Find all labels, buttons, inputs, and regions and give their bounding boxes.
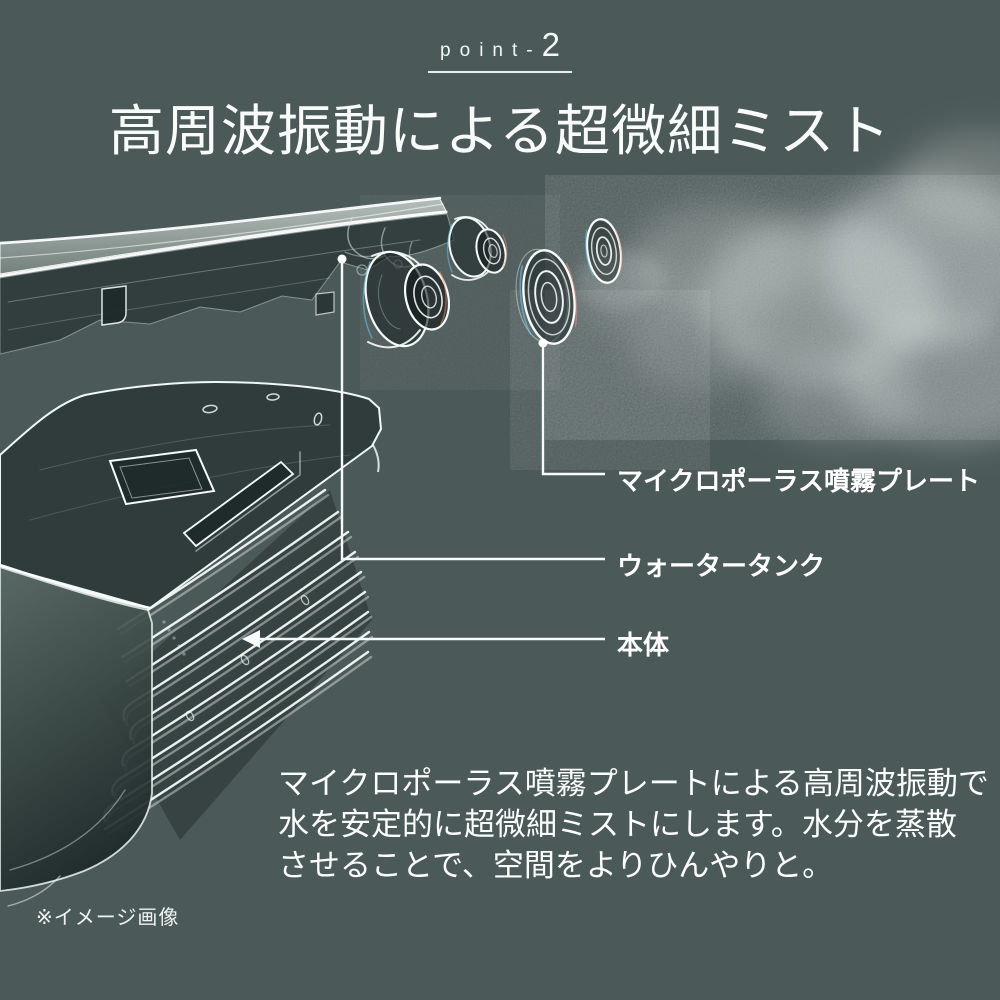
callout-label-main-body: 本体 (617, 630, 670, 660)
water-tank (0, 380, 383, 907)
description-line-1: マイクロポーラス噴霧プレートによる高周波振動で (278, 766, 989, 801)
spray-disc-1 (362, 250, 450, 349)
point-badge: point-2 (428, 26, 572, 73)
device-brand-marks (162, 620, 186, 656)
description-text: マイクロポーラス噴霧プレートによる高周波振動で水を安定的に超微細ミストにします。… (278, 763, 989, 886)
arrowhead-icon (242, 630, 260, 648)
spray-disc-4 (585, 218, 623, 284)
page-title: 高周波振動による超微細ミスト (108, 101, 892, 162)
mist-cloud (360, 130, 1000, 470)
leader-tank (337, 254, 605, 561)
spray-disc-3-plate (515, 248, 578, 345)
leader-lines (242, 254, 605, 648)
leader-body (242, 630, 605, 648)
image-disclaimer-note: ※イメージ画像 (36, 907, 180, 929)
description-line-3: させることで、空間をよりひんやりと。 (278, 848, 834, 883)
device-lid (0, 196, 455, 355)
point-number: 2 (541, 26, 560, 63)
callout-label-water-tank: ウォータータンク (617, 551, 826, 581)
point-label: point- (440, 40, 542, 61)
leader-plate (538, 338, 605, 476)
description-line-2: 水を安定的に超微細ミストにします。水分を蒸散 (278, 807, 957, 842)
callout-label-spray-plate: マイクロポーラス噴霧プレート (617, 466, 980, 496)
spray-disc-2 (446, 216, 508, 281)
